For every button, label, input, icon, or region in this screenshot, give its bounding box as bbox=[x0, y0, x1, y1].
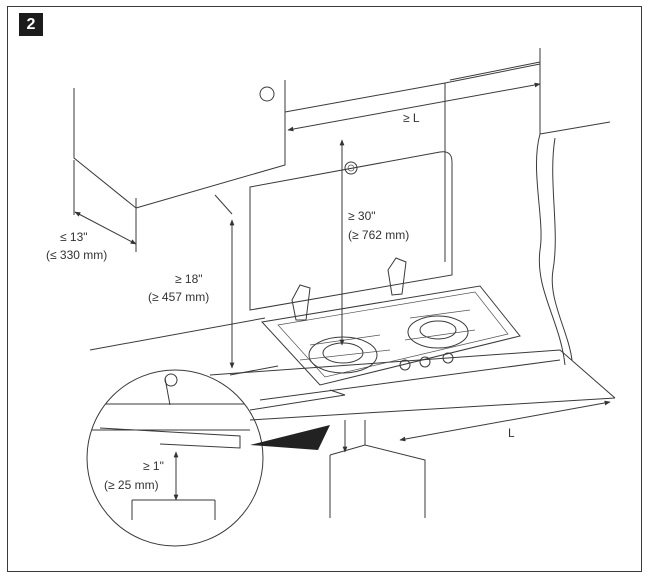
cabinet-depth-label: ≤ 13" bbox=[60, 230, 88, 244]
width-label: L bbox=[508, 426, 515, 440]
lid-clearance-metric-label: (≥ 762 mm) bbox=[348, 228, 409, 242]
cabinet-height-metric-label: (≥ 457 mm) bbox=[148, 290, 209, 304]
under-clearance-label: ≥ 1" bbox=[143, 459, 164, 473]
glass-lid bbox=[249, 151, 453, 311]
under-clearance-metric-label: (≥ 25 mm) bbox=[104, 478, 159, 492]
detail-callout bbox=[86, 369, 330, 547]
cabinet-depth-metric-label: (≤ 330 mm) bbox=[46, 248, 107, 262]
cabinet-height-label: ≥ 18" bbox=[175, 272, 203, 286]
wall-cabinet-right bbox=[284, 48, 611, 262]
cooktop bbox=[261, 257, 521, 386]
width-min-label: ≥ L bbox=[403, 111, 420, 125]
wall-cabinet-left bbox=[73, 80, 286, 210]
back-wall bbox=[89, 133, 573, 376]
figure-number-badge: 2 bbox=[19, 13, 43, 36]
figure-frame bbox=[7, 6, 642, 572]
countertop bbox=[209, 349, 616, 421]
dimension-lines bbox=[73, 82, 611, 501]
lower-cabinet bbox=[329, 420, 426, 518]
lid-clearance-label: ≥ 30" bbox=[348, 209, 376, 223]
